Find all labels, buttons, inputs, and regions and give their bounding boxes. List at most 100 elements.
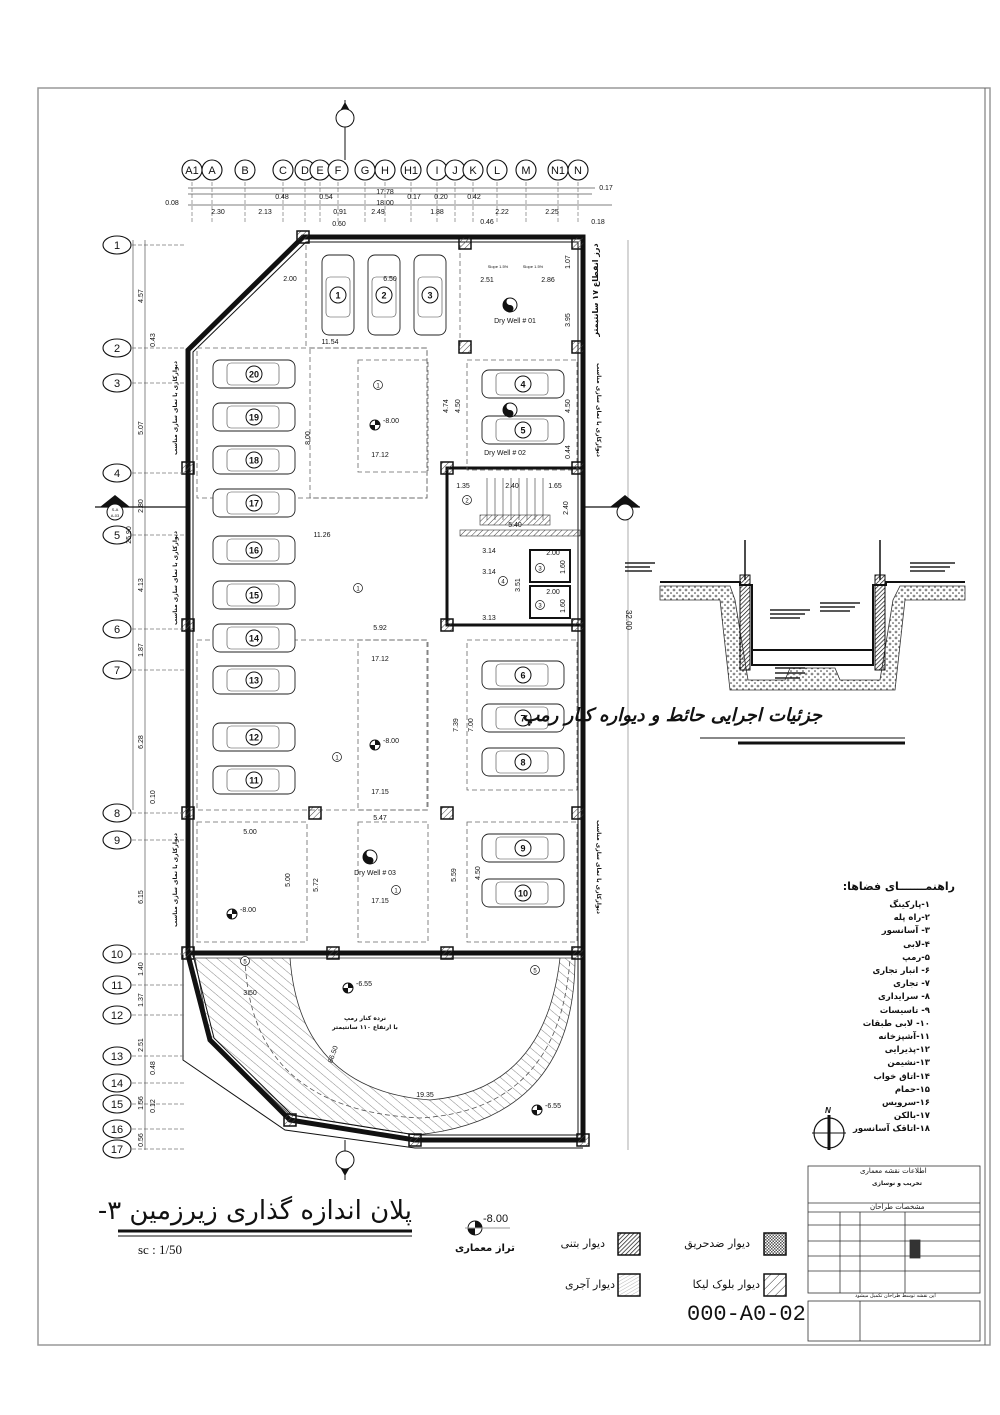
car-number: 11 [249,776,259,786]
dry-well-icon-fill [503,403,514,417]
grid-bubble-row [102,1046,132,1066]
parked-car: 5 [481,415,565,445]
car-cabin [226,626,280,650]
car-number: 2 [381,291,386,301]
car-cabin [325,276,351,318]
dimension-label-plan: 1.60 [560,560,567,574]
grid-bubble-row [102,1094,132,1114]
level-marker-fill [532,1105,542,1115]
dimension-label-top: 18.00 [376,200,394,207]
column [571,461,585,475]
grid-label-column: L [494,165,500,177]
space-tag-label: 5 [533,969,537,975]
column [408,1133,422,1147]
dry-well-label: Dry Well # 03 [354,870,396,877]
space-tag [332,752,342,762]
concrete-wall-swatch [617,1232,641,1256]
grid-label-row: 6 [114,624,120,636]
grid-label-row: 13 [111,1051,123,1063]
dimension-label-plan: 5.40 [508,522,522,529]
wall-legend-leca: دیوار بلوک لیکا [692,1278,760,1291]
column [181,461,195,475]
dimension-label-plan: 11.26 [314,532,331,539]
ramp-band [194,957,576,1136]
dry-well-label: Dry Well # 01 [494,318,536,325]
dimension-label-top: 2.49 [371,209,385,216]
section-marker-top [335,100,355,160]
grid-bubble-row [102,463,132,483]
dimension-label-top: 2.13 [258,209,272,216]
grid-bubble-column [374,159,396,181]
car-number: 5 [520,426,525,436]
car-cabin [226,362,280,386]
car-number-circle [245,586,263,604]
car-number: 6 [520,671,525,681]
wall-legend-fire: دیوار ضدحریق [684,1237,750,1250]
dry-well-icon-fill [503,298,514,312]
grid-label-column: N1 [551,165,565,177]
parked-car: 2 [367,254,401,336]
car-cabin [495,418,549,442]
grid-label-column: N [574,165,582,177]
dimension-label-left: 0.43 [150,333,157,347]
scale-label: sc : 1/50 [138,1242,183,1257]
section-marker-label: S-A [112,507,119,512]
dimension-label-plan: 1.65 [548,483,562,490]
car-number: 1 [335,291,340,301]
column [571,946,585,960]
grid-bubble-row [102,975,132,995]
car-number-circle [245,408,263,426]
dimension-label-left: 2.80 [138,499,145,513]
grid-bubble-column [486,159,508,181]
dimension-label-plan: 2.00 [546,589,560,596]
grid-label-column: D [301,165,309,177]
grid-label-column: E [316,165,323,177]
space-tag-label: 2 [465,499,469,505]
detail-title: جزئیات اجرایی حائط و دیواره کنار رمپ [522,705,822,726]
car-number: 3 [427,291,432,301]
dimension-label-left: 25.90 [126,526,133,544]
car-number-circle [514,839,532,857]
parked-car: 18 [212,445,296,475]
dimension-label-top: 0.17 [599,185,613,192]
dimension-label-left: 6.15 [138,890,145,904]
grid-label-row: 2 [114,343,120,355]
dimension-label-left: 1.56 [138,1096,145,1110]
car-number-circle [514,884,532,902]
space-tag [462,495,472,505]
title-block-subheader: تخریب و نوسازی [872,1180,922,1187]
car-cabin [226,725,280,749]
section-marker-right [583,495,640,521]
grid-bubble-column [201,159,223,181]
car-number: 17 [249,499,259,509]
grid-label-column: J [452,165,458,177]
parked-car: 13 [212,665,296,695]
car-cabin [226,668,280,692]
plan-title: پلان اندازه گذاری زیرزمین ۳- [97,1196,412,1226]
space-legend-item: ۸- سرایداری [878,992,930,1003]
dimension-label-left: 0.10 [150,790,157,804]
grid-bubble-row [102,235,132,255]
slope-label: Slope 1.5% [523,264,544,269]
dimension-label-plan: 2.00 [546,550,560,557]
dimension-label-top: 0.46 [480,219,494,226]
car-number-circle [375,286,393,304]
grid-label-row: 8 [114,808,120,820]
grid-bubble-row [102,1073,132,1093]
grid-bubble-row [102,525,132,545]
column [181,618,195,632]
section-marker-left [95,495,190,521]
car-cabin [226,768,280,792]
sheet-number: 000-A0-02 [687,1302,806,1327]
grid-label-column: K [469,165,477,177]
space-legend-item: ۱-پارکینگ [889,900,930,910]
space-legend-item: ۱۷-بالکن [893,1111,930,1122]
car-number: 8 [520,758,525,768]
dimension-label-plan: 2.51 [480,277,494,284]
grid-bubble-column [327,159,349,181]
column [458,236,472,250]
space-legend-item: ۴-لابی [903,939,930,950]
grid-bubble-column [567,159,589,181]
